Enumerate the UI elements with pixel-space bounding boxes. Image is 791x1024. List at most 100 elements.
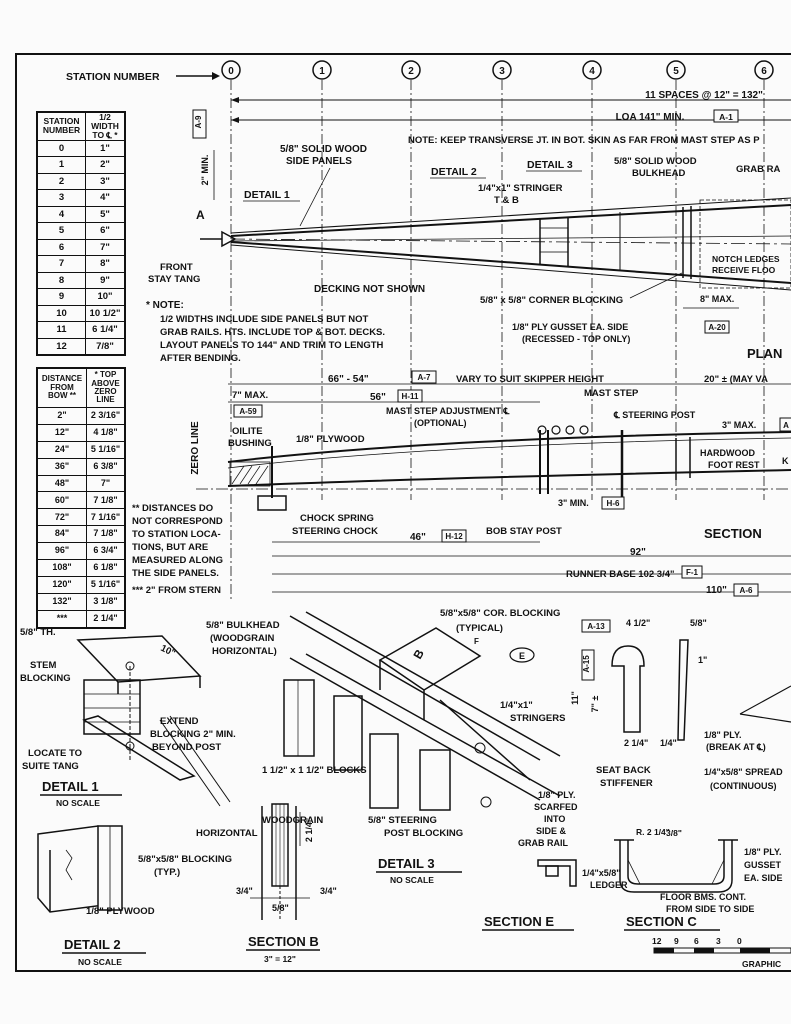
mast-step-adj-2: (OPTIONAL) [414,418,467,428]
table-cell: 7 [36,255,86,273]
table-cell: 1" [84,139,126,158]
solid-wood-side-panels-1: 5/8" SOLID WOOD [280,144,367,155]
table-cell: 120" [36,575,87,594]
seat-label-1: SEAT BACK [596,765,651,776]
spread-drawing [739,685,791,723]
foot-rest-2: FOOT REST [708,460,760,470]
steering-blocking-2: POST BLOCKING [384,828,463,839]
solid-wood-side-panels-2: SIDE PANELS [286,156,352,167]
seat-dim-1: 1" [698,655,707,665]
decking-not-shown: DECKING NOT SHOWN [314,284,425,295]
dim-92: 92" [630,547,646,558]
note-line-4: AFTER BENDING. [160,353,241,364]
table-cell: 12 [36,337,86,356]
table-row: 48"7" [36,474,126,493]
table-row: 2"2 3/16" [36,407,126,425]
gusset-label-1: 1/8" PLY GUSSET EA. SIDE [512,322,628,332]
station-4: 4 [589,66,595,77]
ref-h11: H-11 [402,392,419,401]
max-3: 3" MAX. [722,420,756,430]
table-cell: 6" [84,222,126,240]
stringer-label-2: T & B [494,195,519,206]
table-cell: 3 1/8" [86,592,126,611]
station-6: 6 [761,66,767,77]
table-cell: 10" [84,288,126,306]
sectionc-gusset-3: EA. SIDE [744,873,783,883]
top-height-table: DISTANCE FROM BOW ** * TOP ABOVE ZERO LI… [36,367,126,629]
note-line-2: GRAB RAILS. HTS. INCLUDE TOP & BOT. DECK… [160,327,385,338]
seat-label-2: STIFFENER [600,778,653,789]
detail3-scale: NO SCALE [390,875,434,885]
plan-view [200,197,791,291]
detail-3-callout: DETAIL 3 [527,159,573,171]
detail2-blocking-1: 5/8"x5/8" BLOCKING [138,854,232,865]
profile-hull [196,430,791,511]
transverse-note: NOTE: KEEP TRANSVERSE JT. IN BOT. SKIN A… [408,135,760,146]
ref-a15: A-15 [582,655,591,673]
floor-2: FROM SIDE TO SIDE [666,904,754,914]
stem-blocking-2: BLOCKING [20,673,71,684]
table-row: ***2 1/4" [36,609,126,629]
detail2-blocking-2: (TYP.) [154,867,180,878]
dim-56: 56" [370,392,386,403]
dim-110: 110" [706,585,727,596]
table-cell: 10 [36,304,86,323]
scale-tick-3: 3 [716,936,721,946]
plan-title: PLAN [747,346,782,361]
table-cell: 2 1/4" [86,609,126,629]
table-row: 12"4 1/8" [36,423,126,442]
loa-ref: A-1 [719,112,733,122]
note-line-1: 1/2 WIDTHS INCLUDE SIDE PANELS BUT NOT [160,314,369,325]
bob-stay-post: BOB STAY POST [486,526,562,537]
sectionb-scale: 3" = 12" [264,954,296,964]
ref-a: A [783,421,789,430]
top-table-header-distance: DISTANCE FROM BOW ** [36,367,87,408]
table-cell: 6 1/8" [86,559,126,577]
table-cell: 2" [36,407,87,425]
scale-tick-9: 9 [674,936,679,946]
ref-a20: A-20 [708,323,726,332]
runner-base: RUNNER BASE 102 3/4" [566,569,675,580]
cor-blocking-1: 5/8"x5/8" COR. BLOCKING [440,608,560,619]
station-0: 0 [228,66,234,77]
table-row: 72"7 1/16" [36,508,126,527]
ref-a13: A-13 [587,622,605,631]
mast-step-adj-1: MAST STEP ADJUSTMENT ℄ [386,406,510,416]
notch-ledges-1: NOTCH LEDGES [712,254,780,264]
e-marker: E [519,651,525,661]
station-5: 5 [673,66,679,77]
scarfed-5: GRAB RAIL [518,838,568,848]
distances-note-4: TIONS, BUT ARE [132,542,208,553]
woodgrain-2: HORIZONTAL [196,828,258,839]
zero-line-label: ZERO LINE [190,421,201,475]
scarfed-3: INTO [544,814,565,824]
table-cell: 7 1/8" [86,491,126,510]
table-cell: 7 1/8" [86,525,126,544]
plan-a-marker: A [196,208,205,222]
detail1-thickness: 5/8" TH. [20,627,56,638]
sectionb-dim-2: 2 1/4" [304,818,314,842]
table-cell: 72" [36,508,87,527]
seat-back-stiffener [611,639,689,741]
table-cell: 6 1/4" [84,321,126,339]
seat-ply-2: (BREAK AT ℄) [706,742,766,752]
b-marker: B [410,647,427,662]
corner-blocking-label: 5/8" x 5/8" CORNER BLOCKING [480,295,623,306]
table-cell: 60" [36,491,87,510]
section-c-drawing [614,839,738,893]
stringers-1: 1/4"x1" [500,700,533,711]
sheet-border [15,53,791,972]
section-e-drawing [537,859,577,887]
sectionc-gusset-1: 1/8" PLY. [744,847,781,857]
k-cut-label: K [782,456,789,466]
woodgrain-1: WOODGRAIN [262,815,323,826]
f-mark: F [474,637,479,646]
graphic-scale: 12 9 6 3 0 GRAPHIC [652,936,791,969]
table-cell: 5" [84,205,126,224]
table-cell: 24" [36,440,87,459]
